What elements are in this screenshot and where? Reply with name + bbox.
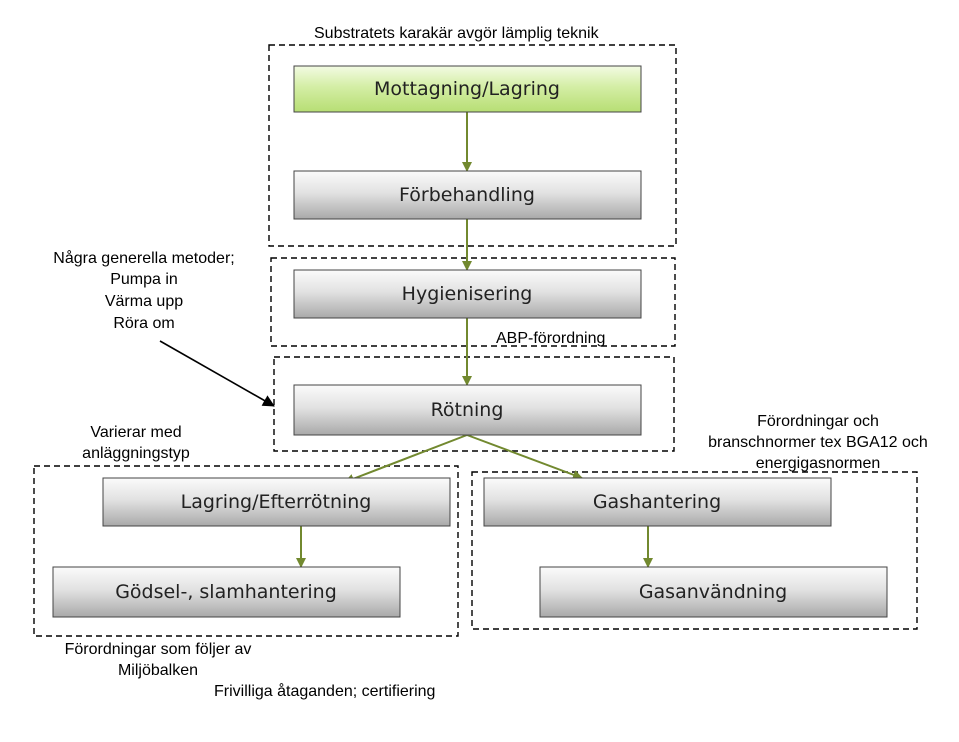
box-gasanvandning [539, 566, 888, 618]
box-lagring [102, 477, 451, 527]
annotation-arrow [159, 340, 275, 407]
box-forbehandling [293, 170, 642, 220]
box-mottagning [293, 65, 642, 113]
label-mottagning: Mottagning/Lagring [374, 78, 560, 100]
label-rotning: Rötning [431, 399, 504, 421]
note-frivilliga: Frivilliga åtaganden; certifiering [214, 682, 435, 700]
note-metoder-2: Pumpa in [110, 271, 178, 288]
note-varierar-2: anläggningstyp [82, 445, 190, 462]
frame-lagring [33, 465, 459, 637]
note-metoder-4: Röra om [113, 315, 174, 332]
box-gashantering [483, 477, 832, 527]
label-forbehandling: Förbehandling [399, 184, 535, 206]
note-abp: ABP-förordning [496, 330, 605, 347]
label-gashantering: Gashantering [593, 491, 721, 513]
box-hygienisering [293, 269, 642, 319]
note-substrat: Substratets karakär avgör lämplig teknik [314, 25, 600, 42]
label-hygienisering: Hygienisering [402, 283, 533, 305]
box-rotning [293, 384, 642, 436]
note-metoder-1: Några generella metoder; [53, 249, 234, 267]
frame-substrat [268, 44, 677, 247]
note-miljobalken-1: Förordningar som följer av [65, 641, 252, 658]
note-forordningar-gas-1: Förordningar och [757, 413, 879, 430]
arrow-rotning-lagring [344, 434, 468, 484]
note-forordningar-gas-3: energigasnormen [756, 455, 881, 472]
frame-gas [471, 471, 918, 630]
label-godsel: Gödsel-, slamhantering [115, 581, 337, 603]
label-gasanvandning: Gasanvändning [639, 581, 787, 603]
frame-hygienisering [270, 257, 676, 347]
note-metoder-3: Värma upp [105, 293, 183, 310]
box-godsel [52, 566, 401, 618]
note-varierar-1: Varierar med [90, 424, 181, 441]
note-miljobalken-2: Miljöbalken [118, 662, 198, 679]
arrow-rotning-gashantering [466, 434, 583, 480]
label-lagring: Lagring/Efterrötning [181, 491, 372, 513]
note-forordningar-gas-2: branschnormer tex BGA12 och [708, 434, 928, 451]
